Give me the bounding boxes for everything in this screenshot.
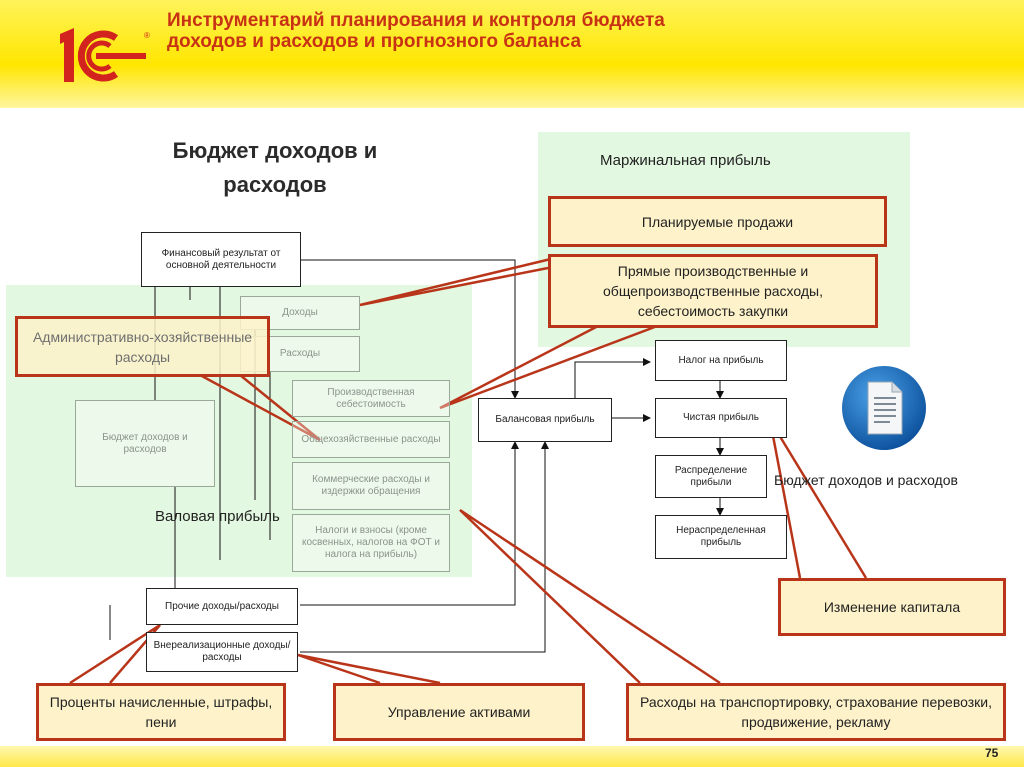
document-caption: Бюджет доходов и расходов <box>774 472 958 488</box>
callout-transport: Расходы на транспортировку, страхование … <box>626 683 1006 741</box>
document-icon <box>842 366 926 450</box>
callout-capital: Изменение капитала <box>778 578 1006 636</box>
header-banner: ® Инструментарий планирования и контроля… <box>0 0 1024 108</box>
footer-bar <box>0 746 1024 767</box>
other-income-box: Прочие доходы/расходы <box>146 588 298 625</box>
svg-text:®: ® <box>144 31 150 40</box>
retained-box: Нераспределенная прибыль <box>655 515 787 559</box>
prod-cost-box: Производственная себестоимость <box>292 380 450 417</box>
taxes-box: Налоги и взносы (кроме косвенных, налого… <box>292 514 450 572</box>
main-title: Бюджет доходов и расходов <box>172 138 378 197</box>
profit-tax-box: Налог на прибыль <box>655 340 787 381</box>
callout-admin: Административно-хозяйственные расходы <box>15 316 270 377</box>
callout-planned-sales: Планируемые продажи <box>548 196 887 247</box>
distribution-box: Распределение прибыли <box>655 455 767 498</box>
callout-direct-costs: Прямые производственные и общепроизводст… <box>548 254 878 328</box>
net-profit-box: Чистая прибыль <box>655 398 787 438</box>
callout-assets: Управление активами <box>333 683 585 741</box>
1c-logo-icon: ® <box>60 28 150 82</box>
slide-title: Инструментарий планирования и контроля б… <box>167 10 665 52</box>
overhead-box: Общехозяйственные расходы <box>292 421 450 458</box>
page-number: 75 <box>985 746 999 760</box>
budget-box: Бюджет доходов и расходов <box>75 400 215 487</box>
fin-result-box: Финансовый результат от основной деятель… <box>141 232 301 287</box>
gross-profit-label: Валовая прибыль <box>155 508 280 525</box>
non-operating-box: Внереализационные доходы/расходы <box>146 632 298 672</box>
balance-profit-box: Балансовая прибыль <box>478 398 612 442</box>
margin-profit-label: Маржинальная прибыль <box>600 152 771 169</box>
commercial-box: Коммерческие расходы и издержки обращени… <box>292 462 450 510</box>
callout-interest: Проценты начисленные, штрафы, пени <box>36 683 286 741</box>
